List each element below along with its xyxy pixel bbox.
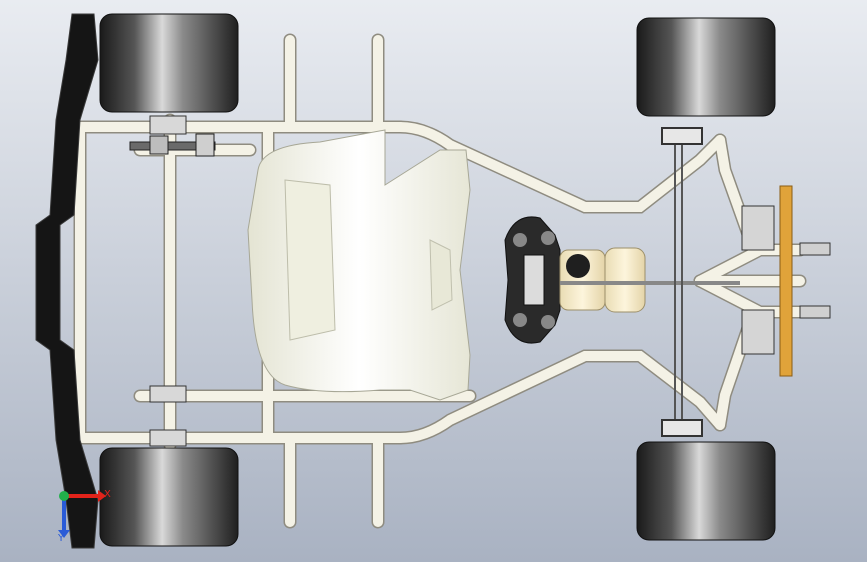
x-axis-label: X (104, 489, 111, 500)
y-axis-label: Y (57, 533, 65, 544)
steering-wheel[interactable] (504, 216, 561, 344)
front-brake-plates[interactable] (741, 185, 831, 377)
fuel-tank[interactable] (559, 247, 646, 313)
x-arrowhead-icon (98, 490, 106, 502)
origin-dot-icon (59, 491, 69, 501)
coordinate-triad: X Y (57, 489, 111, 544)
rear-right-tire[interactable] (99, 447, 239, 547)
seat[interactable] (247, 129, 471, 401)
front-right-tire[interactable] (636, 441, 776, 541)
front-left-tire[interactable] (636, 17, 776, 117)
rear-sprocket[interactable] (129, 115, 216, 447)
rear-left-tire[interactable] (99, 13, 239, 113)
steering-linkage[interactable] (560, 127, 740, 437)
y-arrowhead-icon (58, 530, 70, 538)
